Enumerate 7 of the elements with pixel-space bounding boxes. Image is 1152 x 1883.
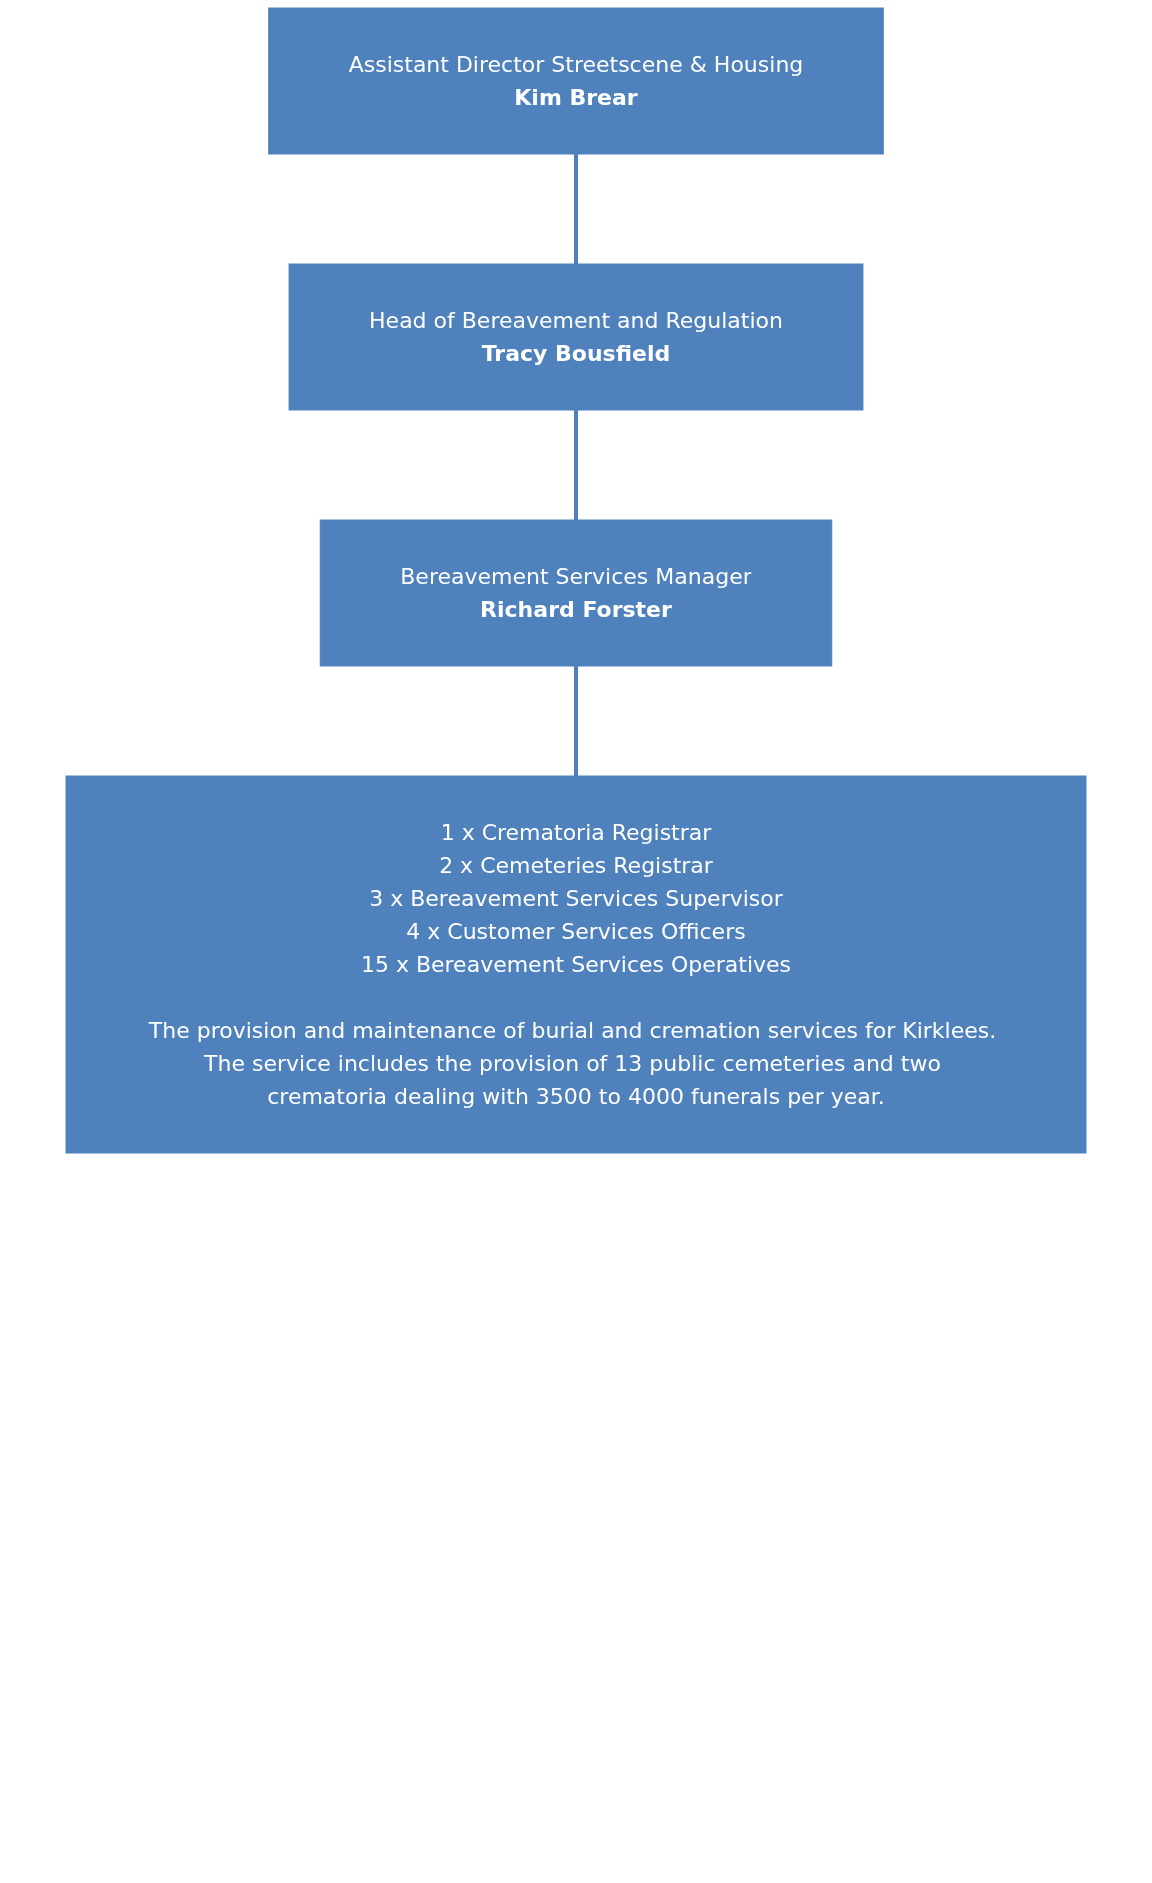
- node-box: Assistant Director Streetscene & Housing Kim Brear: [268, 7, 884, 155]
- connector: [574, 154, 578, 264]
- node-box: 1 x Crematoria Registrar 2 x Cemeteries Registrar 3 x Bereavement Services Supervisor 4 x Customer Services Officers 15 x Bereavement Services Operatives The provision and maintenance of burial and cremation services for Kirklees. The service includes the provision of 13 public cemeteries and two crematoria dealing with 3500 to 4000 funerals per year.: [65, 775, 1087, 1154]
- node-box: Head of Bereavement and Regulation Tracy Bousfield: [288, 263, 864, 411]
- connector: [574, 666, 578, 776]
- node-box: Bereavement Services Manager Richard Forster: [319, 519, 833, 667]
- connector: [574, 410, 578, 520]
